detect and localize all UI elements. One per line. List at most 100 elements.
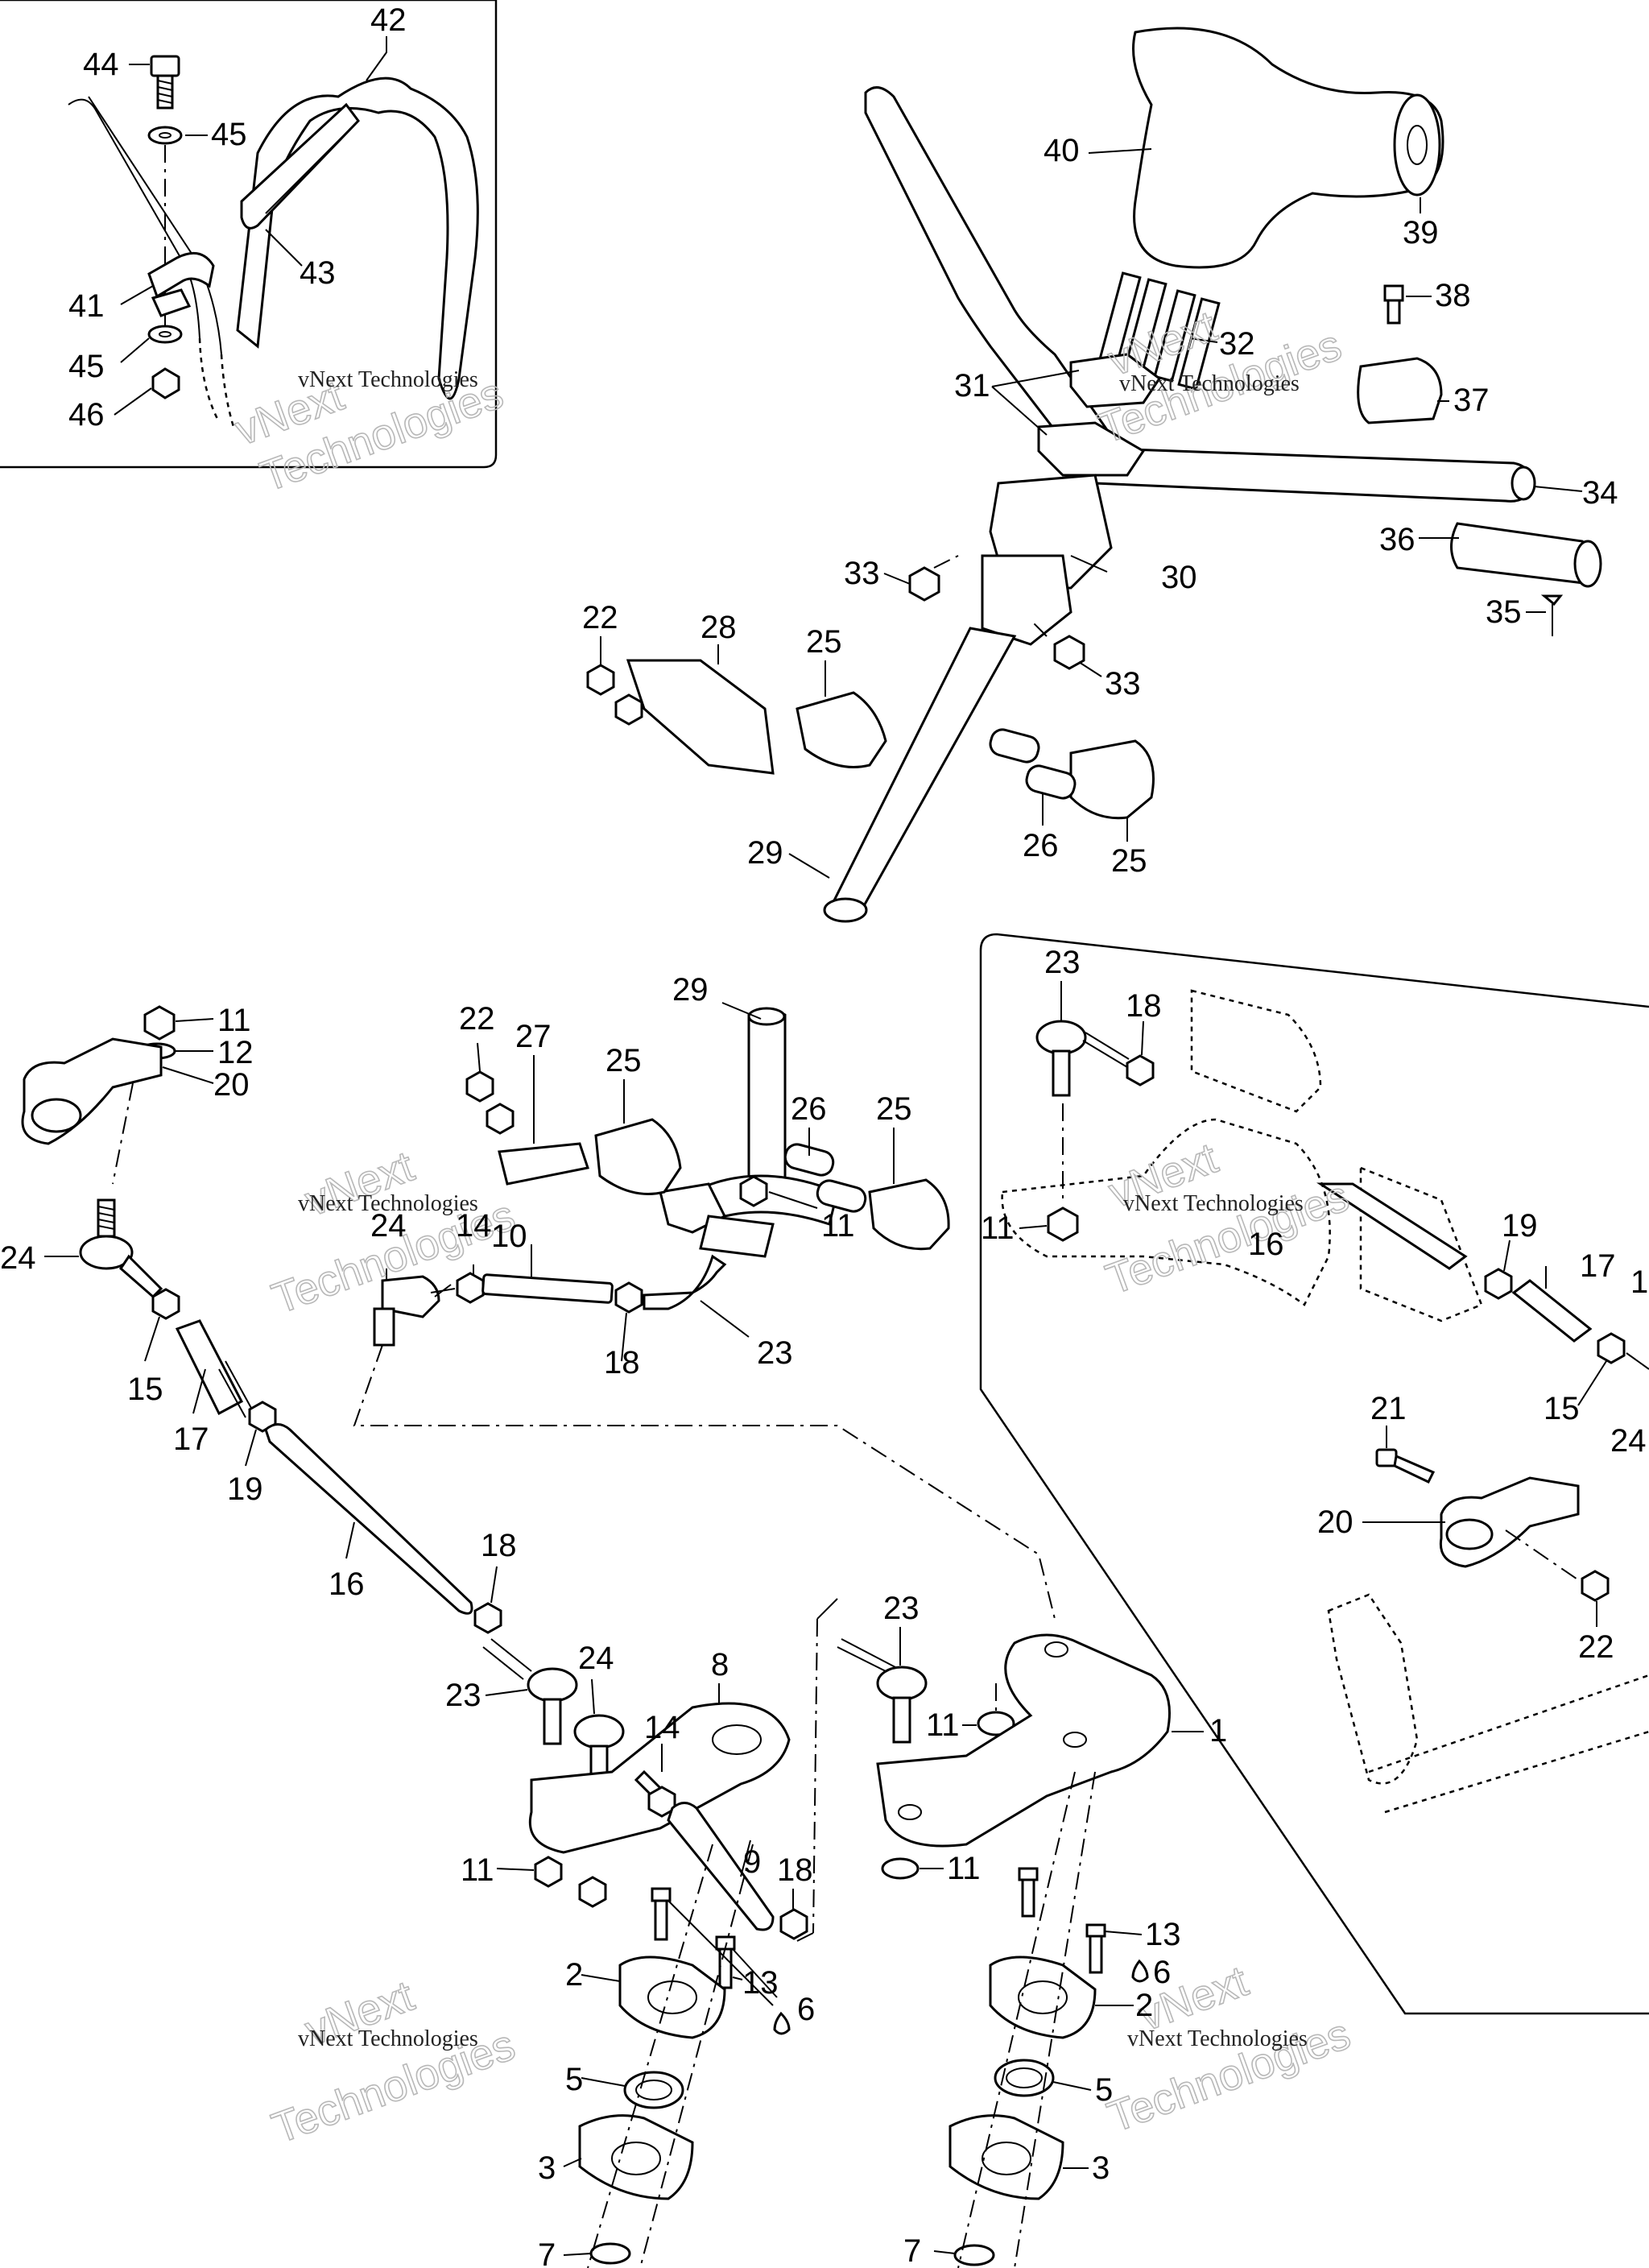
- pitman-arm-20-inset-eye: [1445, 1518, 1494, 1550]
- leaders-bottom-right: [899, 1627, 1204, 2254]
- axis-mid-linkage: [353, 1344, 1056, 1620]
- flange-3-left-hole: [611, 2142, 661, 2175]
- axis-left-upper: [112, 1082, 134, 1185]
- crossbar-pad: [1132, 27, 1444, 269]
- ball-joint-23-br: [876, 1666, 928, 1701]
- leader-23-lower-left: [485, 1689, 528, 1696]
- handlebar-pad: [236, 77, 479, 400]
- callout-11: 11: [821, 1208, 855, 1244]
- callout-25: 25: [605, 1043, 642, 1078]
- callout-11: 11: [461, 1852, 494, 1888]
- grease-drop-icon-6b: [1131, 1959, 1149, 1983]
- clamp-bolts-32: [1098, 271, 1221, 391]
- flange-2-left: [618, 1956, 726, 2039]
- jam-nut-19-inset: [1484, 1268, 1513, 1300]
- callout-3: 3: [538, 2150, 556, 2186]
- leader-11-inset: [1019, 1225, 1048, 1229]
- callout-30: 30: [1161, 560, 1197, 595]
- tie-rod-10: [481, 1273, 614, 1304]
- washer-45-top: [147, 126, 183, 145]
- callout-14: 14: [644, 1710, 680, 1745]
- screw-38-head: [1383, 284, 1404, 302]
- ball-joint-23-br-stud: [892, 1696, 911, 1744]
- spacer-26c: [783, 1143, 835, 1177]
- watermark-company: vNext Technologies: [298, 2026, 478, 2051]
- bolt-13-c-head: [1018, 1867, 1039, 1881]
- clamp-cap-upper: [1069, 353, 1162, 408]
- callout-6: 6: [797, 1992, 815, 2027]
- clamp-41: [147, 251, 215, 299]
- jam-nut-15-inset: [1597, 1332, 1626, 1364]
- bolt-21-shank: [1393, 1454, 1436, 1484]
- bracket-1: [876, 1633, 1171, 1848]
- callout-7: 7: [903, 2233, 921, 2268]
- callout-23: 23: [445, 1678, 481, 1713]
- flange-3-right-hole: [982, 2142, 1031, 2175]
- left-drag-link-assembly: [21, 1005, 532, 1680]
- thread-15-inset: [1626, 1352, 1649, 1370]
- leader-31: [991, 370, 1080, 436]
- callout-34: 34: [1582, 475, 1618, 511]
- axis-shaft-left: [587, 1844, 754, 2268]
- callout-2: 2: [565, 1957, 583, 1993]
- callout-25: 25: [1111, 843, 1147, 879]
- callout-16: 16: [1248, 1227, 1284, 1262]
- jam-nut-15-left: [151, 1288, 180, 1320]
- leader-19-left: [245, 1429, 257, 1467]
- callout-20: 20: [1317, 1504, 1354, 1540]
- steering-arm-8-hole: [712, 1724, 762, 1755]
- watermark-top-center: vNext Technologies: [1092, 301, 1348, 453]
- steering-arm-8: [528, 1702, 791, 1854]
- leader-11-lower: [496, 1868, 535, 1871]
- pad-end-cap: [1393, 93, 1441, 197]
- callout-25: 25: [806, 624, 842, 660]
- leader-11-left: [175, 1018, 214, 1022]
- callout-11: 11: [947, 1851, 981, 1886]
- frame-beam-dotted: [1368, 1674, 1649, 1814]
- leader-5-right: [1052, 2081, 1092, 2091]
- cover-37: [1357, 357, 1443, 424]
- seal-5-left: [623, 2071, 684, 2109]
- tie-rod-end-25a: [796, 691, 887, 768]
- callout-28: 28: [701, 610, 737, 645]
- callout-15: 15: [1544, 1391, 1580, 1426]
- callout-33: 33: [1105, 666, 1141, 702]
- callout-24: 24: [578, 1641, 614, 1676]
- callout-11: 11: [981, 1211, 1015, 1246]
- washer-45-top-hole: [159, 132, 172, 139]
- spacer-26d: [816, 1179, 867, 1213]
- callout-13: 13: [742, 1965, 779, 2001]
- callout-13: 13: [1145, 1917, 1181, 1952]
- callout-24: 24: [0, 1240, 36, 1276]
- leader-16-left: [345, 1521, 355, 1559]
- jam-nut-18-mid: [614, 1281, 643, 1314]
- ball-joint-24-left: [79, 1235, 134, 1270]
- callout-40: 40: [1044, 133, 1080, 168]
- callout-41: 41: [68, 288, 105, 324]
- steering-column-29-top: [747, 1007, 786, 1026]
- callout-10: 10: [491, 1219, 527, 1254]
- pad-end-cap-hole: [1407, 125, 1428, 165]
- ball-joint-23-inset-thread: [1082, 1032, 1130, 1068]
- leader-9: [740, 1840, 751, 1877]
- axis-bracket-left: [812, 1618, 818, 1934]
- inset-frame-top-left: [0, 0, 498, 469]
- callout-22: 22: [459, 1001, 495, 1037]
- washer-7-left: [589, 2242, 631, 2265]
- nut-22-b: [614, 693, 643, 726]
- adjuster-sleeve-17-inset: [1511, 1279, 1593, 1343]
- callout-23: 23: [757, 1335, 793, 1371]
- callout-3: 3: [1092, 2150, 1110, 2186]
- leader-17-left: [192, 1368, 206, 1414]
- jam-nut-18-bottom-left: [779, 1908, 808, 1940]
- watermark-top-left: vNext Technologies: [228, 368, 510, 502]
- watermark-company: vNext Technologies: [298, 367, 478, 392]
- bottom-left-spindle-assembly: [527, 1667, 808, 2268]
- leader-33a: [883, 573, 911, 585]
- callout-25: 25: [876, 1091, 912, 1127]
- bolt-13-d-head: [1085, 1923, 1106, 1938]
- leader-15-left: [144, 1316, 160, 1362]
- callout-7: 7: [538, 2237, 556, 2268]
- leader-29b: [721, 1002, 762, 1020]
- leader-34: [1533, 486, 1583, 492]
